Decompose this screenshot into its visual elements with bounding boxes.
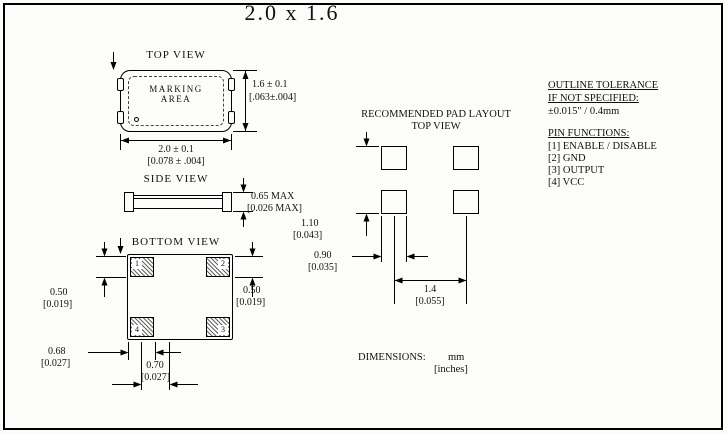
side-view-thickness-dim-mm: 0.65 MAX <box>251 191 295 202</box>
side-view-end-cap-right <box>222 192 232 212</box>
castellation-bottom-left <box>117 111 124 124</box>
pad-layout-pad-width-mm: 0.90 <box>314 250 332 261</box>
outline-tolerance-value: ±0.015" / 0.4mm <box>548 106 620 117</box>
bottom-view-label: BOTTOM VIEW <box>131 236 221 248</box>
layout-pad-bottom-right <box>453 190 479 214</box>
bottom-pad-3: 3 <box>206 317 230 337</box>
pad-number-3: 3 <box>218 325 228 335</box>
bottom-pad-4: 4 <box>130 317 154 337</box>
dimensions-note-mm: mm <box>448 352 465 363</box>
side-view-body <box>133 195 223 209</box>
bottom-pad-1: 1 <box>130 257 154 277</box>
pin-function-1: [1] ENABLE / DISABLE <box>548 141 657 152</box>
castellation-top-left <box>117 78 124 91</box>
top-view-label: TOP VIEW <box>146 49 206 61</box>
marking-line1: MARKING <box>149 84 203 94</box>
bottom-view-pad-pitch-in: [0.027] <box>140 372 171 383</box>
top-view-outline: MARKING AREA <box>117 70 235 132</box>
pad-layout-label-line1: RECOMMENDED PAD LAYOUT <box>361 109 511 120</box>
dimensions-note-label: DIMENSIONS: <box>358 352 426 363</box>
side-view-outline <box>124 190 232 214</box>
layout-pad-top-left <box>381 146 407 170</box>
top-view-height-dim-mm: 1.6 ± 0.1 <box>252 79 288 90</box>
bottom-view-edge-offset-in: [0.027] <box>41 358 71 369</box>
pad-number-2: 2 <box>218 259 228 269</box>
bottom-view-pad-height-right-in: [0.019] <box>236 297 266 308</box>
pad-layout-pitch-in: [0.055] <box>415 296 445 307</box>
side-view-thickness-dim-in: [0.026 MAX] <box>247 203 302 214</box>
layout-pad-bottom-left <box>381 190 407 214</box>
pad-layout-height-mm: 1.10 <box>301 218 319 229</box>
pad-layout-pad-width-in: [0.035] <box>308 262 338 273</box>
bottom-view-pad-height-left-mm: 0.50 <box>50 287 68 298</box>
top-view-pin1-arrow <box>110 52 117 70</box>
dim-1-10-lines <box>356 132 379 236</box>
dim-0-90-lines <box>352 216 428 262</box>
side-view-label: SIDE VIEW <box>143 173 209 185</box>
top-view-height-dim-in: [.063±.004] <box>249 92 297 103</box>
marking-area-outline <box>128 76 224 126</box>
pin-function-3: [3] OUTPUT <box>548 165 605 176</box>
marking-line2: AREA <box>160 94 192 104</box>
dim-0-68-lines <box>88 342 181 360</box>
side-view-lid-line <box>134 198 222 199</box>
dim-0-50-left-lines <box>96 242 126 297</box>
top-view-width-dim-in: [0.078 ± .004] <box>147 156 205 167</box>
bottom-pad-2: 2 <box>206 257 230 277</box>
outline-tolerance-title: OUTLINE TOLERANCE <box>548 80 659 91</box>
pad-number-4: 4 <box>132 325 142 335</box>
bottom-view-outline: 1 2 4 3 <box>127 254 233 340</box>
pad-layout-height-in: [0.043] <box>293 230 323 241</box>
castellation-bottom-right <box>228 111 235 124</box>
pin1-dot <box>134 117 139 122</box>
bottom-view-pad-height-right-mm: 0.50 <box>243 285 261 296</box>
castellation-top-right <box>228 78 235 91</box>
page-title: 2.0 x 1.6 <box>244 0 340 25</box>
marking-area-text: MARKING AREA <box>121 84 231 104</box>
bottom-view-pad-height-left-in: [0.019] <box>43 299 73 310</box>
border-frame <box>3 3 723 430</box>
pad-layout-pitch-mm: 1.4 <box>423 284 437 295</box>
top-view-width-dim-mm: 2.0 ± 0.1 <box>158 144 194 155</box>
outline-tolerance-subtitle: IF NOT SPECIFIED: <box>548 93 639 104</box>
pad-number-1: 1 <box>132 259 142 269</box>
bottom-view-pad-pitch-mm: 0.70 <box>146 360 164 371</box>
pin-function-2: [2] GND <box>548 153 586 164</box>
bottom-view-edge-offset-mm: 0.68 <box>48 346 66 357</box>
pad-layout-label-line2: TOP VIEW <box>411 121 461 132</box>
pin-function-4: [4] VCC <box>548 177 585 188</box>
dimensions-note-inches: [inches] <box>434 364 468 375</box>
layout-pad-top-right <box>453 146 479 170</box>
pin-functions-title: PIN FUNCTIONS: <box>548 128 630 139</box>
